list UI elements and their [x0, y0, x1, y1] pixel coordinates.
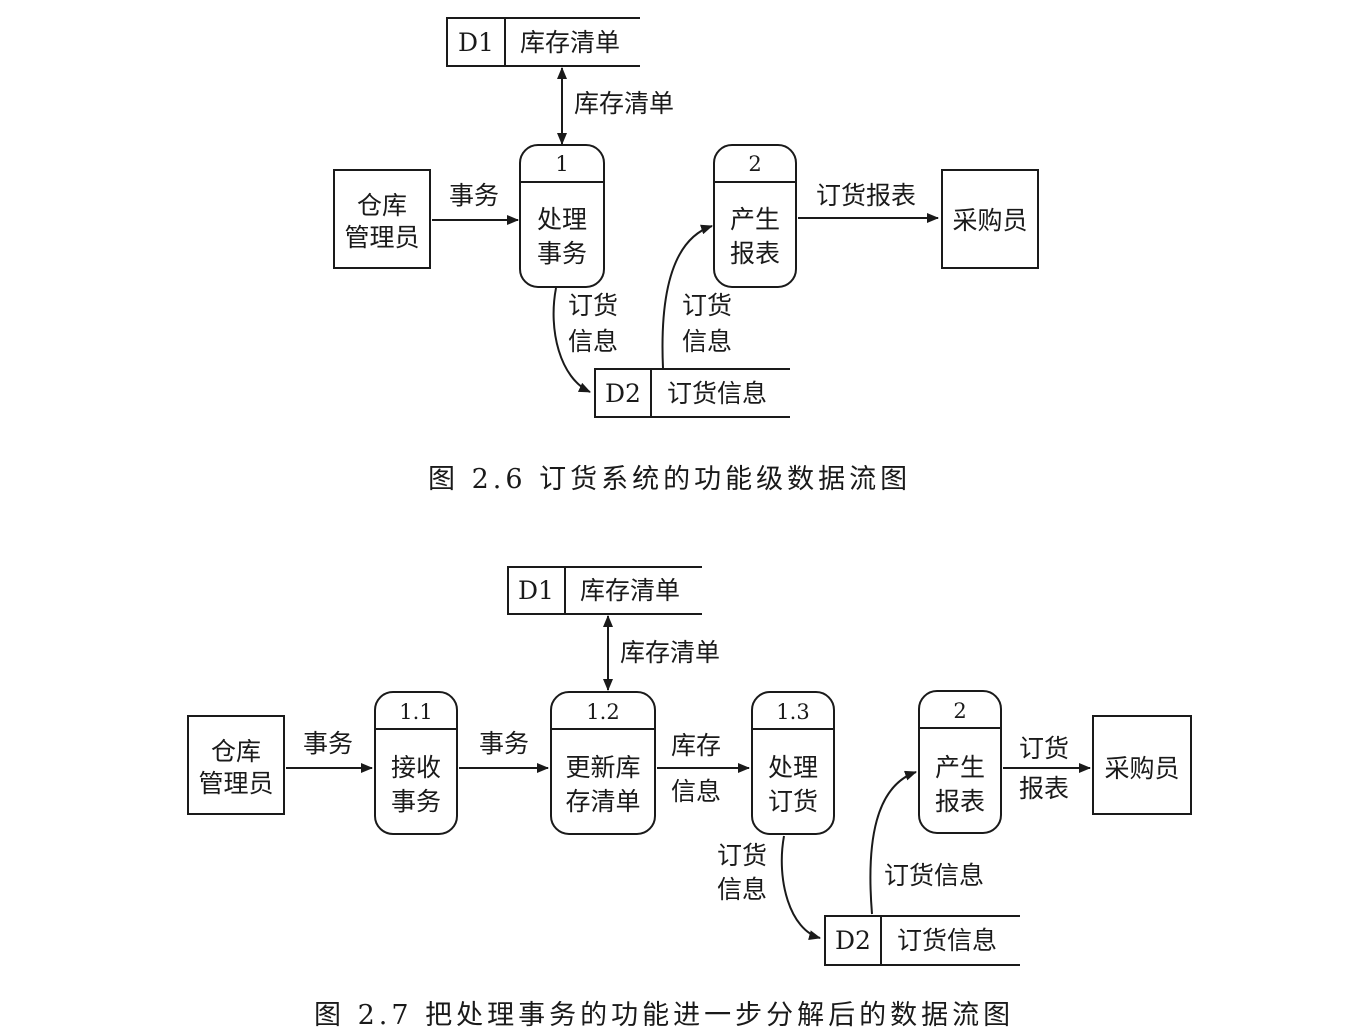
process-2: 2 产生 报表: [918, 690, 1002, 834]
flow-label-transaction-1: 事务: [303, 729, 353, 758]
store-id: D1: [518, 576, 554, 605]
flow-label-order-info-out: 订货信息: [884, 861, 984, 890]
flow-label-order-info-in-line1: 订货: [717, 841, 767, 870]
flow-arrow-order-info-out: [869, 770, 917, 915]
store-id: D1: [458, 28, 494, 57]
flow-arrow-order-info-in: [780, 835, 821, 940]
figure-2-7: D1 库存清单 库存清单 仓库 管理员 事务 1.1 接收 事务 事务: [187, 566, 1192, 1031]
entity-label-line1: 仓库: [211, 737, 261, 766]
data-store-d2: D2 订货信息: [824, 915, 1020, 966]
process-label-line1: 处理: [537, 205, 587, 234]
process-number: 1.3: [776, 700, 809, 724]
store-name: 订货信息: [897, 926, 997, 955]
flow-label-order-info-in-line2: 信息: [568, 327, 618, 356]
entity-label-line2: 管理员: [198, 769, 273, 798]
process-label-line2: 报表: [730, 239, 780, 268]
figure-caption: 图 2.7 把处理事务的功能进一步分解后的数据流图: [314, 1000, 1014, 1031]
entity-label: 采购员: [1104, 754, 1179, 783]
flow-label-transaction-2: 事务: [479, 729, 529, 758]
process-label-line2: 存清单: [565, 787, 640, 816]
process-number: 1.1: [399, 700, 432, 724]
flow-label-order-info-in-line2: 信息: [717, 875, 767, 904]
flow-label-order-info-out-line2: 信息: [682, 327, 732, 356]
flow-label-order-report-line1: 订货: [1019, 734, 1069, 763]
flow-label-order-report: 订货报表: [816, 181, 916, 210]
process-number: 2: [953, 699, 966, 723]
entity-label: 采购员: [952, 206, 1027, 235]
process-1: 1 处理 事务: [519, 144, 605, 288]
entity-buyer: 采购员: [941, 169, 1039, 269]
process-label-line2: 报表: [935, 787, 985, 816]
flow-label-order-info-in-line1: 订货: [568, 291, 618, 320]
process-label-line2: 订货: [768, 787, 818, 816]
process-number: 1: [555, 152, 568, 176]
process-1-2: 1.2 更新库 存清单: [550, 691, 656, 835]
store-name: 订货信息: [667, 379, 767, 408]
store-name: 库存清单: [580, 576, 680, 605]
process-label-line1: 接收: [391, 753, 441, 782]
store-id: D2: [605, 379, 641, 408]
entity-warehouse-clerk: 仓库 管理员: [187, 715, 285, 815]
flow-label-inventory-list: 库存清单: [574, 89, 674, 118]
process-label-line2: 事务: [537, 239, 587, 268]
process-number: 1.2: [586, 700, 619, 724]
entity-warehouse-clerk: 仓库 管理员: [333, 169, 431, 269]
flow-label-stock-info-line1: 库存: [671, 731, 721, 760]
figure-caption: 图 2.6 订货系统的功能级数据流图: [428, 464, 911, 495]
flow-arrow-order-info-in: [552, 287, 591, 393]
data-store-d1: D1 库存清单: [446, 17, 640, 67]
flow-label-order-report-line2: 报表: [1019, 774, 1069, 803]
flow-label-stock-info-line2: 信息: [671, 777, 721, 806]
figure-2-6: D1 库存清单 库存清单 仓库 管理员 事务 1 处理 事务 2 产生: [333, 17, 1039, 495]
data-store-d2: D2 订货信息: [594, 368, 790, 418]
process-1-1: 1.1 接收 事务: [374, 691, 458, 835]
flow-label-inventory-list: 库存清单: [620, 638, 720, 667]
process-1-3: 1.3 处理 订货: [751, 691, 835, 835]
process-label-line2: 事务: [391, 787, 441, 816]
flow-label-transaction: 事务: [449, 181, 499, 210]
process-label-line1: 产生: [730, 205, 780, 234]
process-2: 2 产生 报表: [713, 144, 797, 288]
process-label-line1: 处理: [768, 753, 818, 782]
store-name: 库存清单: [520, 28, 620, 57]
process-label-line1: 产生: [935, 753, 985, 782]
store-id: D2: [835, 926, 871, 955]
data-store-d1: D1 库存清单: [507, 566, 702, 615]
entity-buyer: 采购员: [1092, 715, 1192, 815]
flow-label-order-info-out-line1: 订货: [682, 291, 732, 320]
entity-label-line1: 仓库: [357, 191, 407, 220]
process-number: 2: [748, 152, 761, 176]
flow-arrow-order-info-out: [661, 224, 713, 369]
process-label-line1: 更新库: [565, 753, 640, 782]
entity-label-line2: 管理员: [344, 223, 419, 252]
